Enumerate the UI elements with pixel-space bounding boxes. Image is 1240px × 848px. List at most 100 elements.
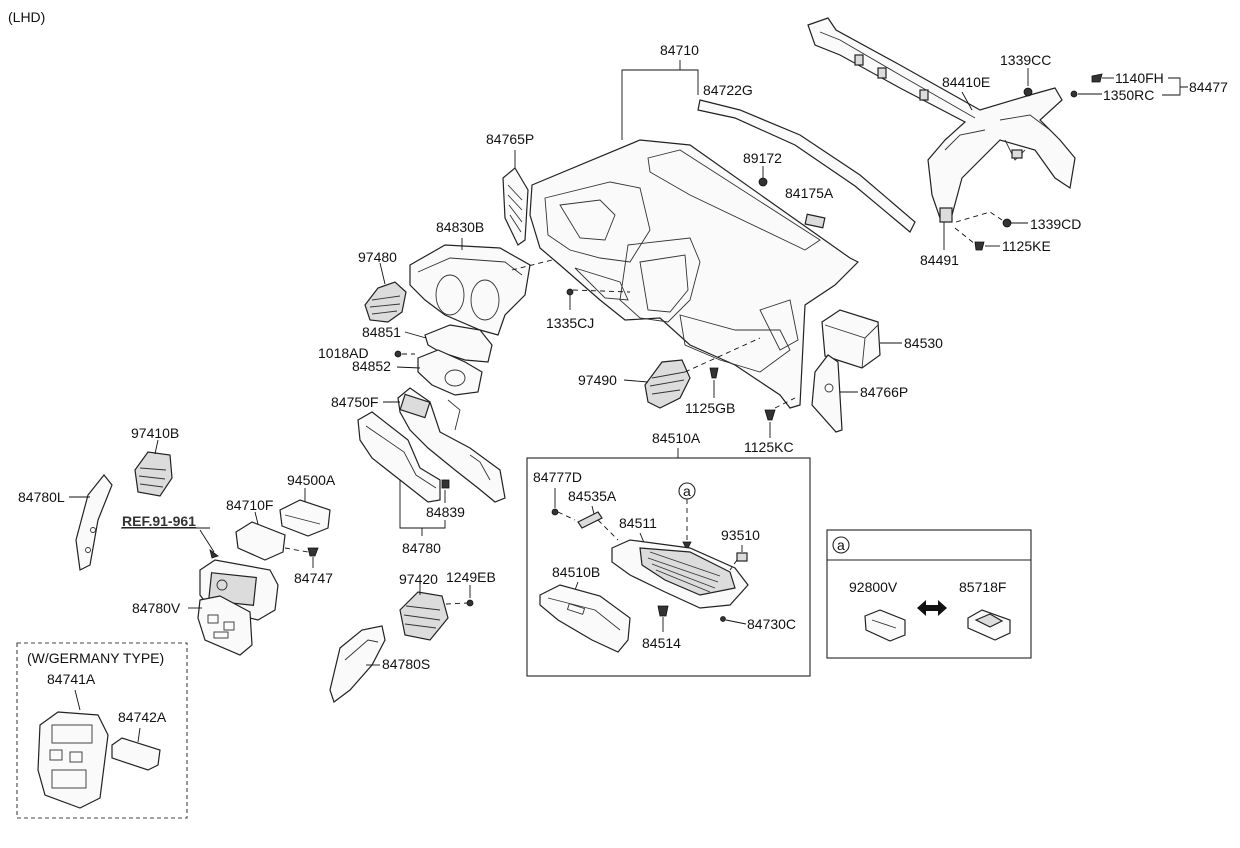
label-1335CJ: 1335CJ [546,315,594,331]
label-84491: 84491 [920,252,959,268]
label-84175A: 84175A [785,185,834,201]
glovebox-door-84510B [539,584,631,653]
label-84851: 84851 [362,324,401,340]
callout-a-box-text: a [837,537,845,553]
germany-type-title: (W/GERMANY TYPE) [27,650,164,666]
vent-97480 [364,281,407,323]
label-1140FH: 1140FH [1115,70,1164,86]
label-84741A: 84741A [47,671,96,687]
side-vent-97410B [134,451,173,497]
callout-a-box [826,529,1032,659]
label-89172: 89172 [743,150,782,166]
stopper-84514 [657,605,669,617]
screw-1249EB [466,599,474,607]
label-93510: 93510 [721,527,760,543]
callout-a-text: a [683,483,691,499]
label-84765P: 84765P [486,131,534,147]
washer-1350RC [1070,90,1078,98]
defroster-strip-84722G [697,99,916,233]
bracket-84710F [235,521,286,561]
damper-84535A [577,511,603,529]
interchange-arrow [917,600,947,616]
label-1339CC: 1339CC [1000,52,1051,68]
label-1125KC: 1125KC [744,439,794,455]
label-84510B: 84510B [552,564,600,580]
label-1350RC: 1350RC [1103,87,1154,103]
trim-84780S [329,625,386,703]
label-1125GB: 1125GB [685,400,735,416]
lamp-92800V [864,609,906,642]
clip-84839 [441,479,450,489]
glovebox-assembly-box [526,457,811,677]
side-cover-84766P [811,354,843,433]
germany-type-box [16,642,188,819]
label-84511: 84511 [619,515,657,531]
label-1339CD: 1339CD [1030,216,1081,232]
label-84852: 84852 [352,358,391,374]
column-shroud-84852 [417,349,483,396]
label-84477: 84477 [1189,79,1228,95]
label-84830B: 84830B [436,219,484,235]
airbag-module-84530 [821,309,881,369]
callout-a-box-circle [832,536,850,554]
label-92800V: 92800V [849,579,898,595]
label-94500A: 94500A [287,472,336,488]
label-84839: 84839 [426,504,465,520]
label-97490: 97490 [578,372,617,388]
bolt-1125KC [764,409,776,421]
label-84750F: 84750F [331,394,378,410]
label-84780: 84780 [402,540,441,556]
switch-93510 [736,552,748,562]
label-84510A: 84510A [652,430,701,446]
germany-insert-84742A [111,737,161,771]
lower-cover-84851 [424,324,493,363]
label-97420: 97420 [399,571,438,587]
label-84710: 84710 [660,42,699,58]
label-84730C: 84730C [747,616,796,632]
leader-84710 [621,69,699,140]
sensor-84175A [804,213,826,229]
label-84514: 84514 [642,635,681,651]
label-84747: 84747 [294,570,333,586]
label-84780V: 84780V [132,600,181,616]
clip-84747 [307,547,319,557]
label-1018AD: 1018AD [318,345,369,361]
crash-pad-84710 [529,139,860,409]
bolt-1140FH [1091,73,1103,83]
clip-89172 [758,177,768,187]
nut-1339CC [1023,87,1033,97]
cluster-facia-84830B [409,244,531,336]
side-panel-84780L [75,474,113,571]
bolt-1125KE [974,241,985,251]
label-85718F: 85718F [959,579,1006,595]
clock-94500A [279,499,331,537]
label-84410E: 84410E [942,74,990,90]
label-84535A: 84535A [568,488,617,504]
label-84766P: 84766P [860,384,908,400]
screw-1018AD [394,350,402,358]
label-1249EB: 1249EB [446,569,496,585]
ref-label: REF.91-961 [122,513,196,529]
center-vent-97420 [399,591,449,641]
label-84742A: 84742A [118,709,167,725]
vent-97490 [644,359,691,409]
nut-1339CD [1002,218,1012,228]
label-84780S: 84780S [382,656,430,672]
screw-84730C [720,616,726,622]
label-84530: 84530 [904,335,943,351]
screw-84777D [551,508,559,516]
side-grille-84765P [502,167,529,246]
label-84722G: 84722G [703,82,753,98]
label-1125KE: 1125KE [1002,238,1051,254]
variant-label: (LHD) [8,9,45,25]
crash-pad-frame-84410E [807,17,1076,223]
label-97410B: 97410B [131,425,179,441]
screw-1335CJ [566,288,574,296]
label-97480: 97480 [358,249,397,265]
germany-facia-84741A [37,711,109,809]
label-84777D: 84777D [533,469,582,485]
label-84710F: 84710F [226,497,273,513]
bolt-1125GB [709,367,719,379]
label-84780L: 84780L [18,489,65,505]
